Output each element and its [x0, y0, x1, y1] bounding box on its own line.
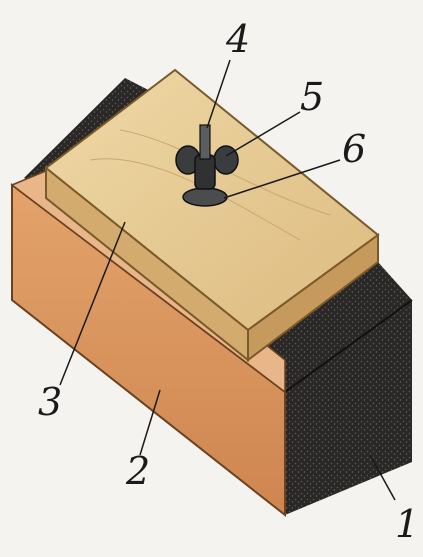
label-3: 3	[38, 383, 62, 421]
label-2: 2	[126, 452, 150, 490]
screw	[200, 125, 210, 159]
washer	[183, 188, 227, 206]
label-6: 6	[342, 130, 366, 168]
label-4: 4	[226, 20, 250, 58]
label-1: 1	[395, 505, 419, 543]
label-5: 5	[300, 78, 324, 116]
